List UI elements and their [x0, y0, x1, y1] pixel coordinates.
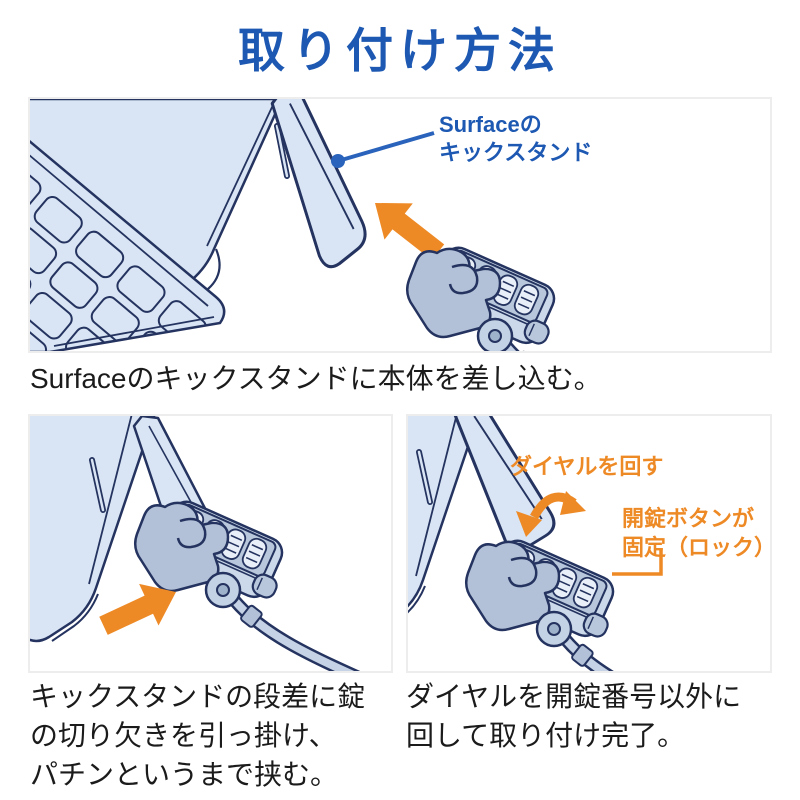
- page-title: 取り付け方法: [238, 24, 562, 77]
- button-leader-line: [612, 548, 663, 576]
- step3-caption-line2: 回して取り付け完了。: [406, 720, 686, 751]
- button-annotation-line2: 固定（ロック）: [622, 535, 772, 560]
- kickstand-callout: Surfaceの キックスタンド: [439, 111, 592, 167]
- surface-kickstand-illustration: [30, 99, 770, 351]
- step2-panel: [28, 414, 393, 673]
- step3-caption-line1: ダイヤルを開錠番号以外に: [406, 681, 742, 712]
- kickstand-hinge-slot: [274, 123, 290, 179]
- step2-caption: キックスタンドの段差に錠 の切り欠きを引っ掛け、 パチンというまで挟む。: [30, 677, 365, 794]
- combination-lock: [135, 497, 380, 671]
- leader-line: [331, 131, 435, 168]
- step3-panel: ダイヤルを回す 開錠ボタンが 固定（ロック）: [406, 414, 772, 673]
- blue-dot-icon: [331, 154, 345, 168]
- step2-caption-line1: キックスタンドの段差に錠: [30, 681, 366, 712]
- kickstand-leg: [453, 416, 556, 552]
- button-annotation: 開錠ボタンが 固定（ロック）: [622, 504, 772, 562]
- curved-double-arrow-icon: [516, 491, 586, 537]
- step1-panel: Surfaceの キックスタンド: [28, 97, 772, 353]
- kickstand-callout-line1: Surfaceの: [439, 112, 542, 137]
- combination-lock: [407, 243, 652, 351]
- step2-caption-line3: パチンというまで挟む。: [30, 759, 339, 790]
- dial-annotation: ダイヤルを回す: [510, 454, 664, 479]
- button-annotation-line1: 開錠ボタンが: [622, 506, 755, 531]
- step1-caption: Surfaceのキックスタンドに本体を差し込む。: [30, 363, 602, 394]
- step2-caption-line2: の切り欠きを引っ掛け、: [30, 720, 337, 751]
- lock-locked-illustration: [408, 416, 770, 671]
- lock-attach-illustration: [30, 416, 391, 671]
- kickstand-leg: [270, 99, 367, 269]
- keyboard: [30, 140, 226, 351]
- kickstand-callout-line2: キックスタンド: [439, 140, 593, 165]
- step3-caption: ダイヤルを開錠番号以外に 回して取り付け完了。: [406, 677, 741, 755]
